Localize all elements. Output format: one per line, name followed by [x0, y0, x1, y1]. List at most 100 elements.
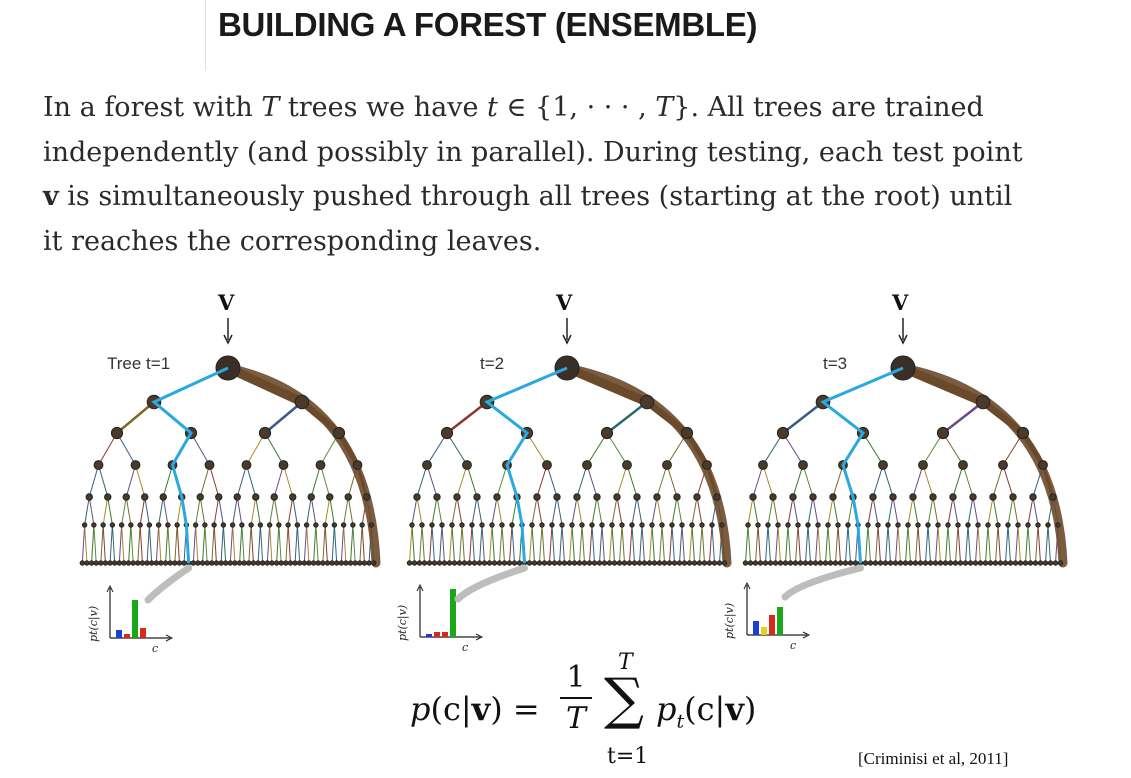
tree-node: [167, 560, 173, 566]
tree-edge: [942, 401, 984, 434]
tree-node: [622, 460, 632, 470]
tree-edge: [264, 432, 284, 466]
tree-edge: [310, 496, 317, 526]
tree-edge: [287, 496, 294, 526]
tree-edge: [269, 496, 275, 526]
tree-node: [626, 560, 633, 566]
tree-node: [118, 522, 125, 528]
tree-node: [130, 560, 136, 566]
tree-edge: [340, 524, 345, 564]
tree-node: [742, 560, 749, 566]
tree-edge: [559, 524, 563, 564]
tree-node: [917, 560, 924, 566]
tree-edge: [306, 524, 310, 564]
tree-node: [947, 560, 954, 566]
fraction-bar: [560, 697, 592, 699]
tree-edge: [202, 524, 206, 564]
tree-node: [776, 426, 790, 440]
tree-node: [155, 522, 162, 528]
tree-node: [1002, 560, 1009, 566]
tree-edge: [832, 464, 844, 498]
paragraph-line-2: independently (and possibly in parallel)…: [43, 136, 1023, 168]
tree-edge: [273, 464, 284, 498]
tree-node: [451, 560, 458, 566]
tree-edge: [481, 524, 485, 564]
tree-edge: [107, 496, 113, 526]
tree-node: [511, 560, 518, 566]
tree-node: [787, 560, 794, 566]
tree-edge: [802, 464, 814, 498]
tree-node: [701, 560, 708, 566]
tree-node: [889, 493, 897, 501]
tree-node: [313, 522, 319, 528]
tree-edge: [292, 496, 298, 526]
tree-edge: [176, 524, 180, 564]
tree-node: [292, 560, 298, 566]
tree-edge: [965, 524, 969, 564]
tree-edge: [211, 524, 215, 564]
tree-edge: [241, 524, 245, 564]
tree-node: [107, 560, 113, 566]
tree-edge: [81, 524, 86, 564]
tree-node: [975, 394, 991, 410]
tree-edge: [561, 524, 565, 564]
tree-node: [681, 560, 688, 566]
tree-node: [285, 522, 291, 528]
tree-edge: [1007, 524, 1011, 564]
tree-edge: [158, 496, 164, 526]
tree-edge: [446, 401, 488, 434]
title-divider: [205, 0, 206, 70]
tree-edge: [229, 524, 234, 564]
tree-edge: [162, 464, 173, 498]
tree-edge: [596, 496, 603, 526]
tree-edge: [456, 496, 463, 526]
tree-node: [702, 460, 712, 470]
tree-node: [79, 560, 86, 566]
tree-edge: [985, 524, 989, 564]
tree-node: [666, 560, 673, 566]
tree-node: [927, 560, 934, 566]
tree-edge: [952, 464, 964, 498]
tree-node: [406, 560, 413, 566]
tree-edge: [835, 524, 839, 564]
tree-edge: [571, 524, 575, 564]
tree-edge: [927, 524, 931, 564]
tree-edge: [128, 524, 132, 564]
tree-node: [902, 560, 909, 566]
tree-edge: [952, 496, 959, 526]
tree-node: [496, 560, 503, 566]
tree-node: [296, 560, 303, 566]
formula-v: v: [725, 690, 744, 728]
tree-edge: [195, 496, 201, 526]
tree-edge: [419, 524, 423, 564]
tree-node: [241, 560, 247, 566]
tree-node: [1012, 560, 1019, 566]
tree-edge: [947, 524, 951, 564]
tree-node: [629, 522, 635, 528]
tree-node: [842, 560, 849, 566]
tree-edge: [1015, 524, 1019, 564]
tree-node: [1015, 522, 1021, 528]
tree-node: [596, 560, 603, 566]
tree-edge: [451, 524, 455, 564]
tree-node: [835, 522, 841, 528]
tree-node: [1037, 560, 1044, 566]
test-point-path: [820, 366, 904, 564]
tree-node: [967, 560, 974, 566]
tree-edge: [501, 524, 505, 564]
tree-node: [719, 522, 725, 528]
tree-node: [599, 522, 605, 528]
tree-edge: [877, 524, 881, 564]
tree-edge: [967, 524, 971, 564]
sum-upper-limit: T: [618, 650, 633, 675]
tree-node: [611, 560, 618, 566]
tree-node: [116, 560, 123, 566]
tree-node: [651, 560, 658, 566]
tree-edge: [659, 524, 663, 564]
formula-v: v: [471, 690, 491, 728]
tree-edge: [352, 524, 356, 564]
tree-edge: [431, 524, 435, 564]
tree-edge: [661, 524, 665, 564]
tree-edge: [167, 524, 171, 564]
tree-node: [153, 560, 160, 566]
